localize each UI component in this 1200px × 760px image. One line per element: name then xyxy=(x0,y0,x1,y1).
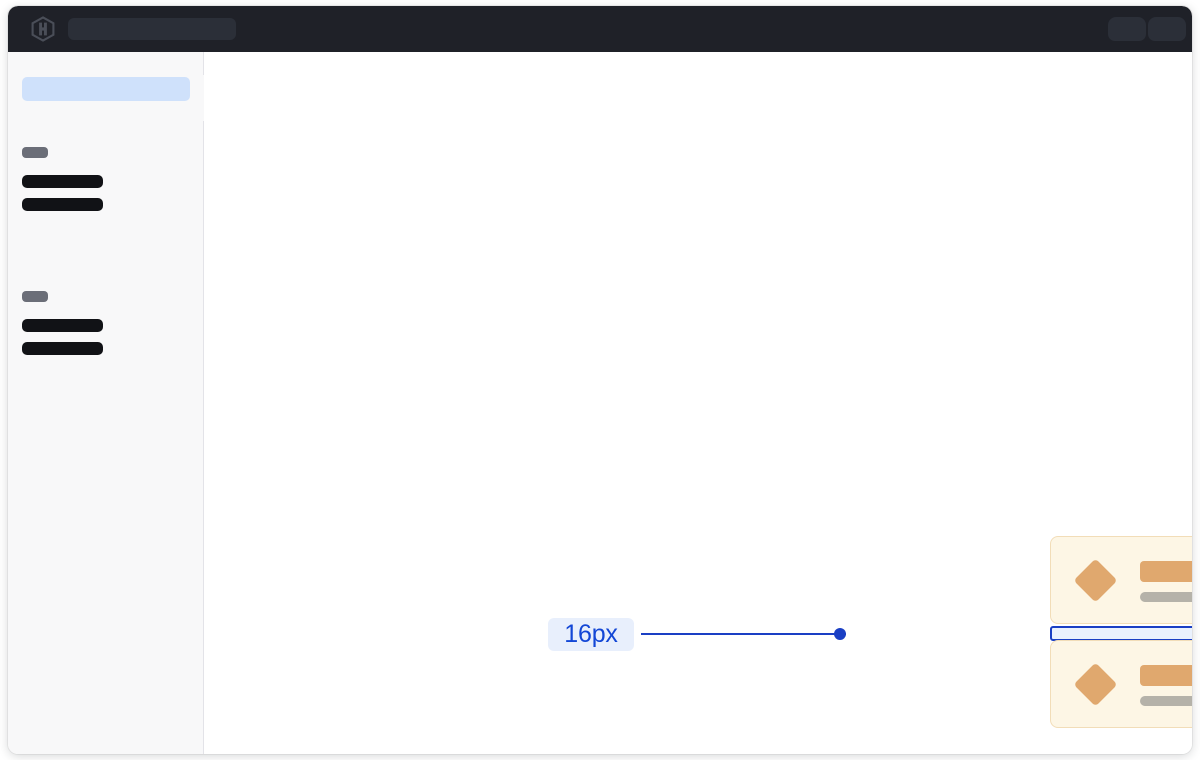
card-title-placeholder xyxy=(1140,665,1192,686)
spacing-leader-dot xyxy=(834,628,846,640)
global-search-input[interactable] xyxy=(68,18,236,40)
top-bar xyxy=(8,6,1192,52)
sidebar-item-group2-row1[interactable] xyxy=(22,319,103,332)
inspected-card-top[interactable] xyxy=(1050,536,1192,624)
inspected-card-bottom[interactable] xyxy=(1050,640,1192,728)
diamond-icon xyxy=(1073,558,1118,603)
sidebar xyxy=(8,52,204,754)
topbar-action-pill-2[interactable] xyxy=(1148,17,1186,41)
main-canvas: 16px xyxy=(204,52,1192,754)
card-subtitle-placeholder xyxy=(1140,592,1192,602)
sidebar-item-selected[interactable] xyxy=(22,77,190,101)
diamond-icon xyxy=(1073,662,1118,707)
spacing-gap-indicator xyxy=(1050,626,1192,641)
sidebar-item-group1-row2[interactable] xyxy=(22,198,103,211)
sidebar-group-1 xyxy=(22,147,103,211)
sidebar-group-2 xyxy=(22,291,103,355)
sidebar-item-group1-row1[interactable] xyxy=(22,175,103,188)
sidebar-group-2-label xyxy=(22,291,48,302)
spacing-leader-line xyxy=(641,633,846,635)
sidebar-item-group2-row2[interactable] xyxy=(22,342,103,355)
card-title-placeholder xyxy=(1140,561,1192,582)
card-subtitle-placeholder xyxy=(1140,696,1192,706)
topbar-action-pill-1[interactable] xyxy=(1108,17,1146,41)
sidebar-group-1-label xyxy=(22,147,48,158)
app-window: 16px xyxy=(8,6,1192,754)
spacing-value-label: 16px xyxy=(548,618,634,651)
hashicorp-hexagon-logo-icon[interactable] xyxy=(30,16,56,42)
